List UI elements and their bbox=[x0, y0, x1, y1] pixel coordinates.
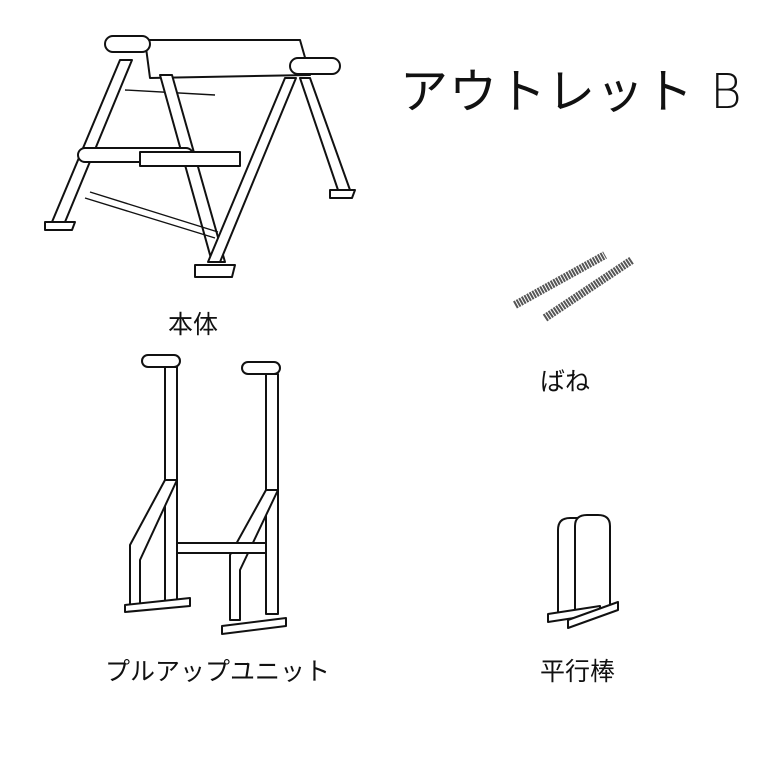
item-label-pull-up-unit: プルアップユニット bbox=[105, 657, 331, 686]
product-title: アウトレット B bbox=[400, 64, 743, 120]
pull-up-unit-icon bbox=[124, 354, 287, 635]
item-label-parallel-bars: 平行棒 bbox=[540, 657, 616, 686]
item-label-main-body: 本体 bbox=[168, 310, 219, 339]
main-body-frame-icon bbox=[44, 35, 356, 278]
parallel-bars-icon bbox=[547, 514, 619, 629]
springs-icon bbox=[513, 251, 635, 322]
item-label-springs: ばね bbox=[540, 367, 591, 396]
